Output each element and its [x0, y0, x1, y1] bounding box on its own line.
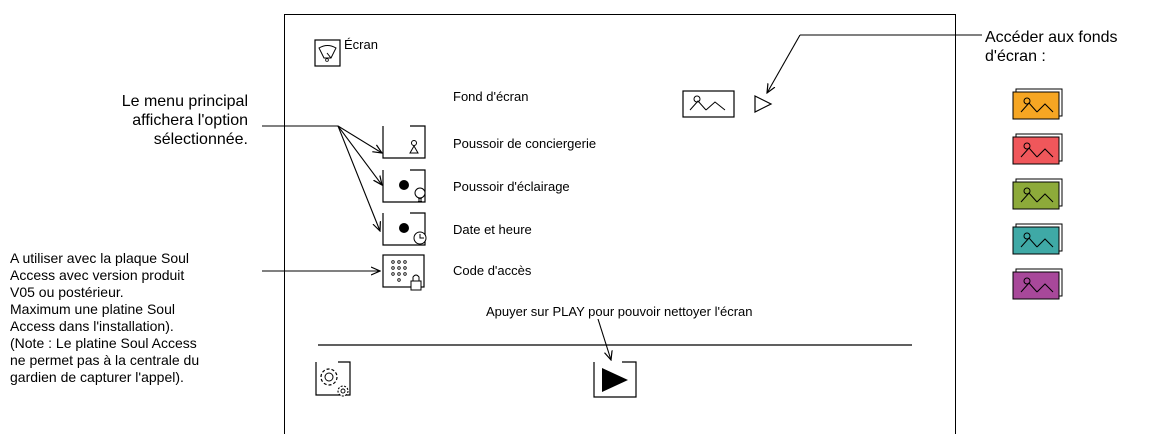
soul-access-annotation-line: Access dans l'installation). [10, 318, 174, 334]
soul-access-annotation-line: Access avec version produit [10, 267, 185, 283]
main-menu-annotation-line: Le menu principal [121, 93, 248, 110]
wallpaper-swatch[interactable] [1012, 178, 1063, 210]
soul-access-annotation-line: (Note : Le platine Soul Access [10, 335, 197, 351]
menu-item-lighting-button[interactable]: Poussoir d'éclairage [453, 179, 570, 194]
play-hint: Apuyer sur PLAY pour pouvoir nettoyer l'… [486, 304, 753, 319]
menu-item-concierge-button[interactable]: Poussoir de conciergerie [453, 136, 597, 151]
menu-item-wallpaper[interactable]: Fond d'écran [453, 89, 529, 104]
wallpaper-preview-icon[interactable] [682, 90, 735, 118]
soul-access-annotation-line: gardien de capturer l'appel). [10, 369, 184, 385]
diagram-graphics [262, 34, 1063, 398]
screen-icon [314, 39, 341, 67]
settings-icon[interactable] [315, 361, 351, 397]
soul-access-annotation: A utiliser avec la plaque Soul Access av… [10, 250, 278, 386]
main-menu-annotation-line: sélectionnée. [153, 131, 248, 148]
wallpaper-swatch[interactable] [1012, 268, 1063, 300]
date-time-icon [382, 212, 427, 246]
main-menu-annotation: Le menu principal affichera l'option sél… [80, 92, 248, 149]
soul-access-annotation-line: Maximum une platine Soul [10, 301, 175, 317]
access-code-icon [382, 254, 425, 291]
concierge-button-icon [382, 125, 426, 159]
wallpaper-swatch[interactable] [1012, 223, 1063, 255]
soul-access-annotation-line: ne permet pas à la centrale du [10, 352, 200, 368]
wallpaper-swatch[interactable] [1012, 88, 1063, 120]
wallpaper-swatch[interactable] [1012, 133, 1063, 165]
wallpapers-annotation-line: Accéder aux fonds [985, 29, 1118, 46]
screen-frame [284, 14, 956, 434]
menu-item-date-time[interactable]: Date et heure [453, 222, 532, 237]
wallpapers-annotation-line: d'écran : [985, 48, 1046, 65]
next-arrow-icon [754, 95, 773, 113]
play-button[interactable] [593, 361, 637, 398]
soul-access-annotation-line: V05 ou postérieur. [10, 284, 124, 300]
main-menu-annotation-line: affichera l'option [132, 112, 248, 129]
menu-item-access-code[interactable]: Code d'accès [453, 263, 532, 278]
soul-access-annotation-line: A utiliser avec la plaque Soul [10, 250, 189, 266]
lighting-button-icon [382, 169, 426, 203]
wallpaper-swatches[interactable] [1012, 88, 1063, 300]
wallpapers-annotation: Accéder aux fonds d'écran : [985, 28, 1118, 66]
screen-title: Écran [344, 37, 378, 52]
